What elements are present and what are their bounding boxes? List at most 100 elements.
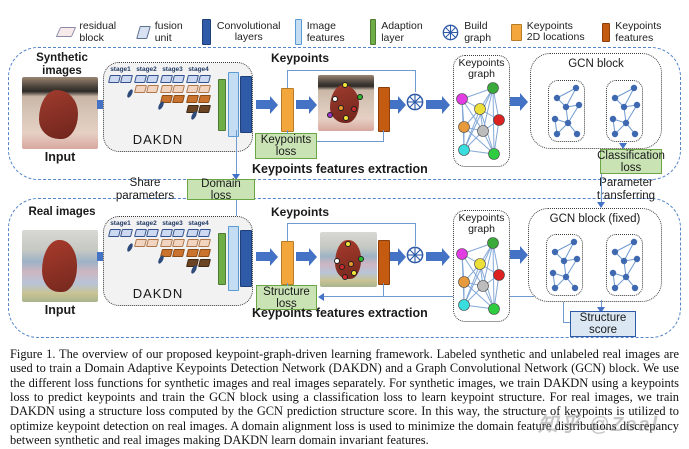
legend-item-build-graph: Build graph: [442, 20, 498, 44]
arrow-dakdn-to-keypoints: [256, 100, 270, 109]
connector-line: [317, 141, 384, 142]
keypoint-dot: [351, 106, 357, 112]
synthetic-pipeline-container: [8, 47, 681, 180]
watermark: 知乎 @Zeal: [538, 414, 660, 436]
build-graph-icon: [442, 24, 459, 41]
connector-line: [287, 283, 288, 286]
stage-column: stage4: [186, 220, 211, 267]
conv-layers-bar: [240, 76, 252, 133]
residual-block-icon: [55, 27, 77, 37]
score-connector: [601, 300, 602, 309]
image-features-icon: [294, 19, 302, 45]
dakdn-label: DAKDN: [132, 286, 184, 301]
keypoints-graph-svg: [456, 237, 505, 315]
legend-item-keypoints-2d: Keypoints 2D locations: [510, 20, 589, 43]
arrowhead-into-domain-loss: [232, 174, 240, 180]
keypoint-dot: [342, 274, 348, 280]
keypoints-2d-bar: [281, 241, 294, 285]
stage-column: stage2: [134, 66, 159, 113]
fusion-unit-icon: [136, 25, 152, 39]
adaption-layer-bar: [218, 79, 226, 131]
stage-column: stage1: [108, 66, 133, 113]
stage-label: stage3: [162, 66, 183, 73]
dakdn-top-box: stage1 stage2 stage3 stage4: [103, 62, 253, 152]
keypoint-dot: [351, 270, 357, 276]
build-graph-icon: [406, 93, 424, 111]
features-extraction-label-bottom: Keypoints features extraction: [252, 306, 428, 320]
legend-label: residual block: [79, 20, 117, 44]
keypoint-dot: [343, 115, 349, 121]
keypoint-dot: [357, 94, 363, 100]
conv-layers-icon: [201, 19, 211, 45]
keypoints-label-top: Keypoints: [270, 51, 329, 65]
real-input-caption: Input: [44, 303, 76, 317]
gcn-block-fixed: GCN block (fixed): [528, 208, 662, 302]
connector-line: [287, 130, 288, 134]
keypoint-dot: [327, 112, 333, 118]
connector-line: [383, 283, 384, 297]
legend-label: Build graph: [464, 20, 492, 44]
parameter-transferring-label: Parameter transferring: [596, 177, 656, 202]
arrow-to-keypoints-graph: [426, 100, 442, 109]
connector-line: [563, 296, 564, 323]
legend-item-image-features: Image features: [294, 19, 357, 45]
connector-line: [287, 223, 288, 241]
classification-loss-box: Classification loss: [597, 149, 665, 174]
keypoint-dot: [358, 256, 364, 262]
keypoints-features-bar: [378, 240, 390, 285]
connector-line: [287, 70, 416, 71]
gcn-layer-cell: [548, 80, 585, 142]
legend-item-conv-layers: Convolutional layers: [201, 19, 282, 45]
dakdn-stages: stage1 stage2 stage3 stage4: [108, 220, 211, 267]
keypoints-features-icon: [601, 22, 611, 42]
arrow-dakdn-to-keypoints: [256, 252, 270, 261]
arrow-to-keypoint-image: [296, 252, 309, 261]
legend-item-fusion-unit: fusion unit: [136, 20, 188, 44]
structure-score-box: Structure score: [570, 311, 636, 337]
stage-column: stage1: [108, 220, 133, 267]
keypoints-2d-icon: [510, 23, 522, 41]
adaption-layer-bar: [218, 233, 226, 285]
stage-label: stage3: [162, 220, 183, 227]
gcn-graph-svg: [549, 238, 581, 292]
arrowhead-into-structure-loss: [318, 293, 324, 301]
stage-label: stage4: [188, 220, 209, 227]
stage-label: stage2: [136, 66, 157, 73]
stage-column: stage3: [160, 220, 185, 267]
keypoints-2d-bar: [281, 88, 294, 132]
legend-label: Image features: [306, 20, 345, 44]
legend-label: Adaption layer: [381, 20, 423, 44]
share-parameters-label: Share parameters: [115, 177, 175, 202]
stage-label: stage1: [110, 220, 131, 227]
gcn-layer-cell: [546, 234, 583, 296]
real-keypoints-image: [320, 232, 377, 287]
synthetic-input-caption: Input: [44, 150, 76, 164]
object-blob: [41, 240, 77, 292]
stage-label: stage4: [188, 66, 209, 73]
real-pipeline-container: [8, 198, 681, 338]
figure-caption: Figure 1. The overview of our proposed k…: [10, 347, 679, 448]
adaption-layer-icon: [369, 19, 377, 45]
image-features-bar: [228, 226, 239, 291]
connector-line: [320, 296, 564, 297]
stage-label: stage2: [136, 220, 157, 227]
arrow-graph-to-gcn: [510, 250, 520, 259]
keypoints-graph-title: Keypoints graph: [458, 57, 505, 80]
legend-item-adaption-layer: Adaption layer: [369, 19, 429, 45]
connector-line: [563, 322, 571, 323]
legend-label: Keypoints 2D locations: [526, 20, 585, 43]
legend-label: Keypoints features: [615, 20, 662, 44]
gcn-graph-svg: [551, 84, 583, 138]
gcn-layer-cell: [606, 80, 643, 142]
conv-layers-bar: [240, 230, 252, 287]
legend-item-residual-block: residual block: [55, 20, 125, 44]
connector-line: [287, 223, 416, 224]
legend: residual block fusion unit Convolutional…: [55, 16, 678, 48]
parameter-transfer-line: [601, 174, 602, 203]
stage-label: stage1: [110, 66, 131, 73]
stage-column: stage4: [186, 66, 211, 113]
arrowhead-into-gcn-fixed: [597, 202, 605, 208]
keypoint-dot: [338, 105, 344, 111]
object-blob: [38, 89, 79, 139]
